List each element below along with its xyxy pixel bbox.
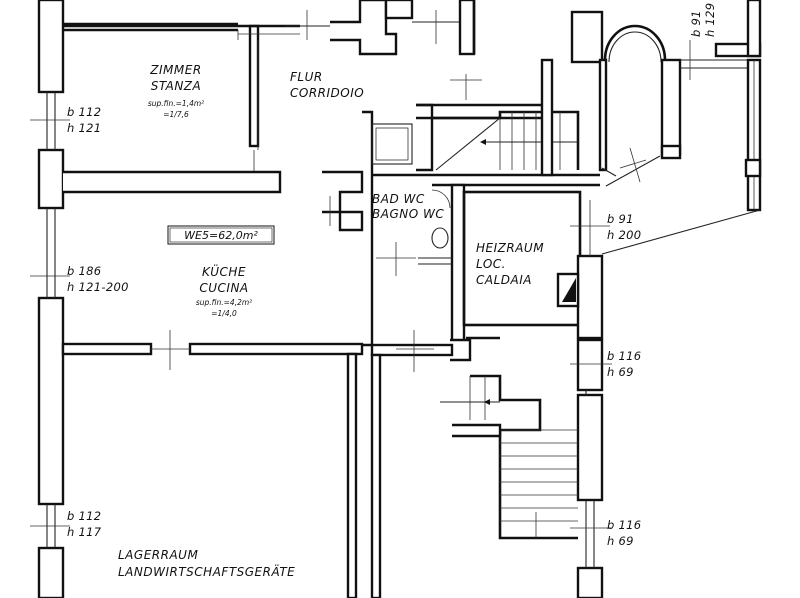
- left-exterior-wall: [30, 0, 70, 598]
- upper-staircase: [432, 10, 608, 177]
- w6-width: b 116: [607, 349, 641, 363]
- w1-width: b 112: [67, 105, 101, 119]
- flur-label-de: FLUR: [290, 70, 323, 84]
- zimmer-ratio: =1/7,6: [163, 110, 189, 119]
- zimmer-label-it: STANZA: [151, 79, 201, 93]
- kueche-ratio: =1/4,0: [211, 309, 237, 318]
- top-walls: [63, 0, 476, 56]
- w4-width: b 91: [689, 10, 703, 37]
- zimmer-label-de: ZIMMER: [149, 63, 201, 77]
- w3-width: b 112: [67, 509, 101, 523]
- w4-height: h 129: [703, 3, 717, 37]
- curved-bay: [601, 0, 762, 255]
- opening-labels: b 112 h 121 b 186 h 121-200 b 112 h 117 …: [67, 3, 717, 548]
- bad-label-de: BAD WC: [372, 192, 425, 206]
- unit-area: WE5=62,0m²: [184, 229, 258, 242]
- w7-width: b 116: [607, 518, 641, 532]
- kueche-label-it: CUCINA: [199, 281, 248, 295]
- kueche-surface: sup.fin.=4,2m²: [196, 298, 252, 307]
- room-label-flur: FLUR CORRIDOIO: [290, 70, 364, 100]
- room-label-lager: LAGERRAUM LANDWIRTSCHAFTSGERÄTE: [118, 548, 295, 579]
- bathroom-walls: [371, 123, 600, 347]
- w5-height: h 200: [607, 228, 641, 242]
- w3-height: h 117: [67, 525, 102, 539]
- w7-height: h 69: [607, 534, 634, 548]
- w6-height: h 69: [607, 365, 634, 379]
- w2-height: h 121-200: [67, 280, 129, 294]
- lager-label-de: LAGERRAUM: [118, 548, 198, 562]
- lager-walls: [61, 330, 454, 598]
- heizraum-label-de: HEIZRAUM: [476, 241, 544, 255]
- lager-label-it: LANDWIRTSCHAFTSGERÄTE: [118, 564, 295, 579]
- w1-height: h 121: [67, 121, 101, 135]
- room-label-heizraum: HEIZRAUM LOC. CALDAIA: [476, 241, 544, 287]
- w5-width: b 91: [607, 212, 634, 226]
- lower-staircase: [440, 336, 612, 598]
- room-label-zimmer: ZIMMER STANZA sup.fin.=1,4m² =1/7,6: [148, 63, 204, 119]
- room-zimmer-walls: [63, 22, 300, 194]
- boiler-mark: [562, 278, 576, 302]
- heizraum-walls: [462, 190, 610, 340]
- heizraum-label-it: CALDAIA: [476, 273, 532, 287]
- bad-label-it: BAGNO WC: [372, 207, 444, 221]
- corridor-walls: [322, 74, 544, 347]
- flur-label-it: CORRIDOIO: [290, 86, 364, 100]
- room-label-bad: BAD WC BAGNO WC: [372, 192, 444, 221]
- room-label-kueche: KÜCHE CUCINA sup.fin.=4,2m² =1/4,0: [196, 263, 252, 318]
- unit-area-box: WE5=62,0m²: [167, 225, 275, 245]
- kueche-label-de: KÜCHE: [202, 263, 246, 279]
- w2-width: b 186: [67, 264, 101, 278]
- heizraum-label-loc: LOC.: [476, 257, 506, 271]
- zimmer-surface: sup.fin.=1,4m²: [148, 99, 204, 108]
